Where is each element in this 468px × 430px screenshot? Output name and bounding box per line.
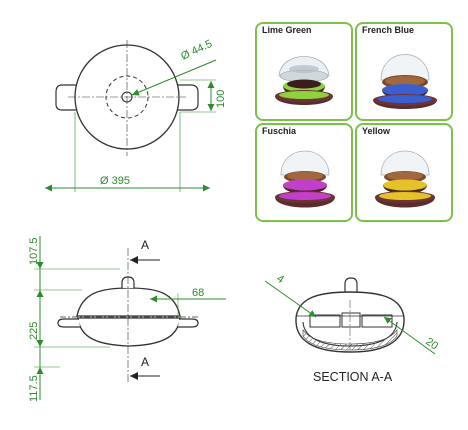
section-hatch-band [302,329,398,351]
variant-card-lime-green: Lime Green [255,22,353,121]
leader-left-label: 4 [274,273,286,286]
section-knob [344,277,358,292]
section-view: 4 20 SECTION A-A [264,273,440,384]
variant-title: French Blue [362,25,415,35]
leader-left [264,280,317,318]
height-dim-label: 100 [215,90,227,108]
variant-card-french-blue: French Blue [355,22,453,121]
cookware-render [275,150,335,208]
front-view-right-handle [178,318,199,328]
variant-card-yellow: Yellow [355,123,453,222]
dim-top-label: 107.5 [28,237,40,265]
variant-title: Yellow [362,126,391,136]
diameter-small-label: Ø 44.5 [179,38,214,63]
cut-label-bottom: A [141,355,149,369]
leader-right [383,316,436,355]
dim-middle-label: 225 [28,322,40,340]
section-compartment-right [361,314,393,328]
cookware-render [373,54,437,109]
variant-title: Lime Green [262,25,312,35]
front-view: A A 107.5 225 117.5 68 [28,236,226,402]
front-view-lid [76,287,181,317]
section-caption: SECTION A-A [313,370,393,384]
top-view: Ø 44.5 100 Ø 395 [45,38,227,192]
section-compartment-left [309,314,341,328]
top-view-right-handle [176,84,199,111]
cookware-render [275,56,333,105]
diameter-small-leader [131,59,217,96]
front-view-pot-body [77,317,181,347]
variant-card-fuschia: Fuschia [255,123,353,222]
cookware-render [375,150,435,208]
front-view-left-handle [57,318,80,328]
diameter-large-label: Ø 395 [100,175,130,187]
top-view-left-handle [55,84,78,111]
section-compartment-center [341,312,361,328]
dim-bottom-label: 117.5 [28,375,40,402]
cut-label-top: A [141,238,149,252]
leader-right-label: 20 [423,336,440,353]
dim-right-label: 68 [192,287,204,299]
variant-title: Fuschia [262,126,297,136]
